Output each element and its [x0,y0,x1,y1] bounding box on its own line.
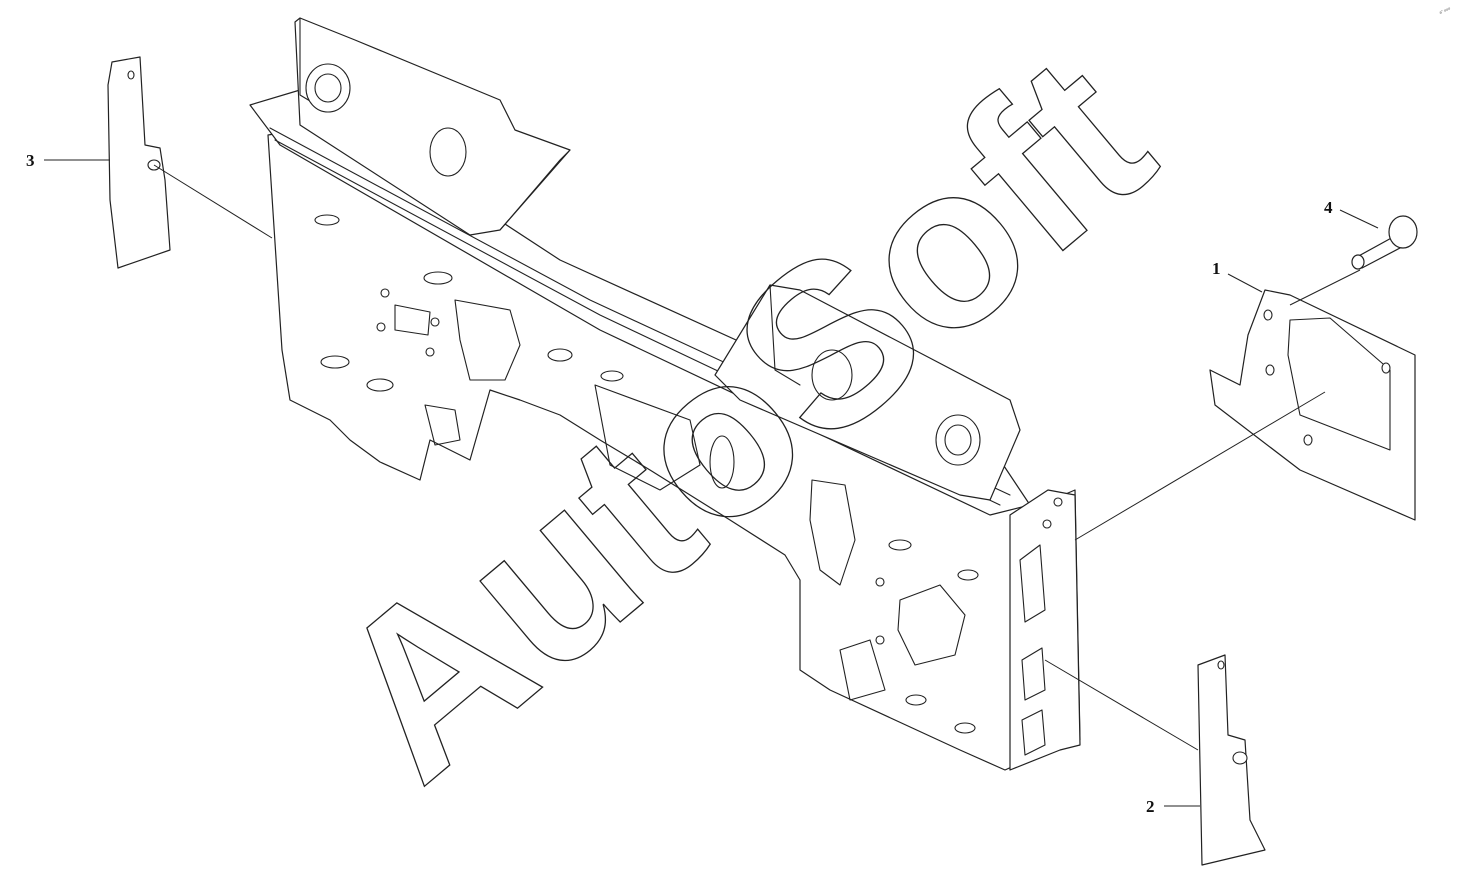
callout-3: 3 [26,151,110,170]
part-1-plate [1074,289,1416,541]
callout-4-label: 4 [1324,198,1333,217]
main-panel [249,17,1081,771]
part-2-right-bracket [1044,654,1266,866]
corner-mark: a° ооо [1438,5,1451,15]
callout-4: 4 [1324,198,1379,229]
callout-2: 2 [1146,797,1200,816]
part-3-left-bracket [107,56,273,269]
callout-2-label: 2 [1146,797,1155,816]
part-4-bolt [1289,215,1418,306]
callout-1: 1 [1212,259,1263,293]
callout-3-label: 3 [26,151,35,170]
callout-1-label: 1 [1212,259,1221,278]
